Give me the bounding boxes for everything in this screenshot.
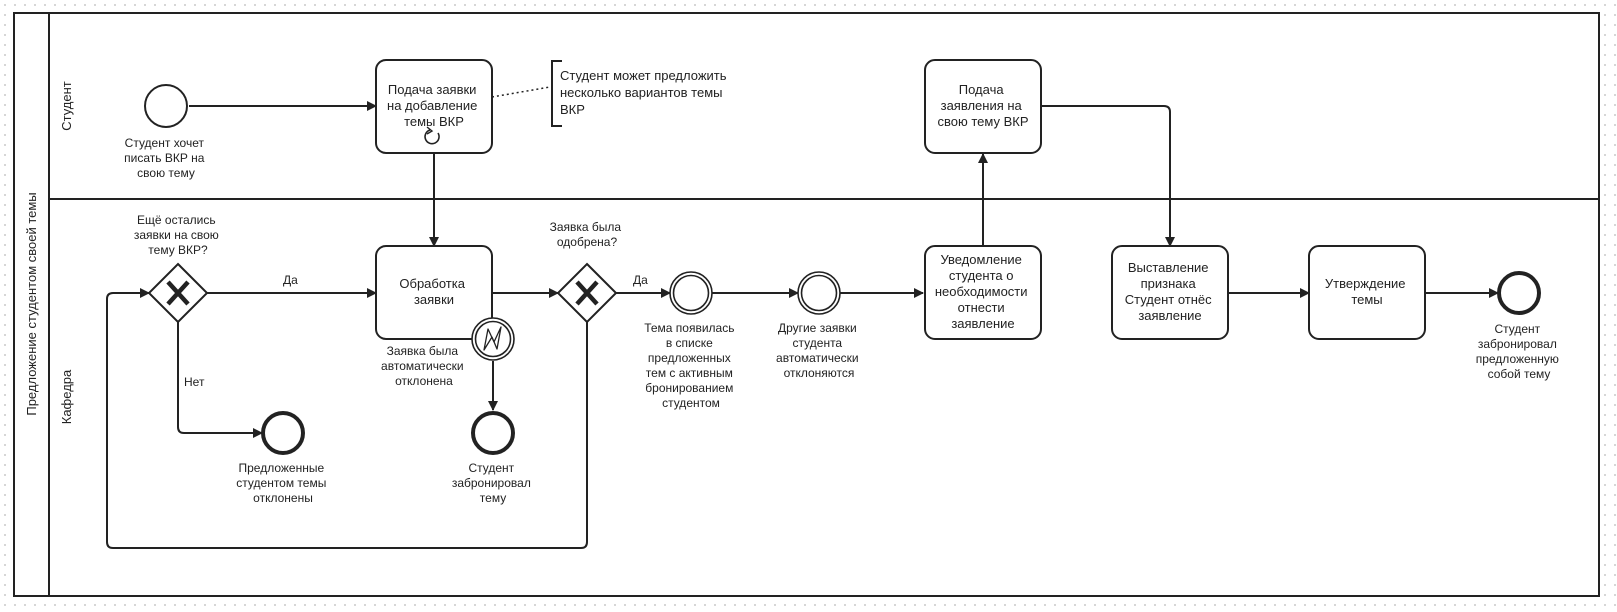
task-approve-topic[interactable]: Утверждение темы [1308,245,1426,340]
flow-statement-to-setflag[interactable] [1041,105,1175,247]
task-notify-student-label: Уведомление студента о необходимости отн… [935,252,1031,331]
end-event-final[interactable]: Студент забронировал предложенную собой … [1476,271,1563,381]
intermediate-event-topic-listed-label: Тема появилась в списке предложенных тем… [644,321,738,410]
gateway-request-approved[interactable]: Заявка была одобрена? [550,220,625,324]
task-process-request-label: Обработка заявки [399,276,468,307]
end-event-booked[interactable]: Студент забронировал тему [452,411,534,505]
loop-marker-icon [424,126,440,145]
error-icon [483,326,502,351]
end-event-booked-label: Студент забронировал тему [452,461,534,505]
flow-g2-loop-back[interactable] [106,288,588,549]
task-submit-statement-label: Подача заявления на свою тему ВКР [938,82,1029,129]
gateway-remaining-requests-label: Ещё остались заявки на свою тему ВКР? [134,213,222,257]
exclusive-x-icon [575,280,599,306]
lane-title-student: Студент [59,81,74,131]
boundary-error-label: Заявка была автоматически отклонена [381,344,467,388]
exclusive-x-icon [166,280,190,306]
task-notify-student[interactable]: Уведомление студента о необходимости отн… [924,245,1042,340]
task-process-request[interactable]: Обработка заявки [375,245,493,340]
end-event-rejected-label: Предложенные студентом темы отклонены [236,461,329,505]
gateway-remaining-requests[interactable]: Ещё остались заявки на свою тему ВКР? [134,213,222,324]
flow-g1-to-rejected[interactable] [177,322,263,438]
end-event-final-label: Студент забронировал предложенную собой … [1476,322,1563,381]
start-event[interactable]: Студент хочет писать ВКР на свою тему [124,84,208,180]
start-event-label: Студент хочет писать ВКР на свою тему [124,136,208,180]
task-submit-request[interactable]: Подача заявки на добавление темы ВКР [375,59,493,154]
flow-label-no1: Нет [184,375,205,389]
task-set-flag-label: Выставление признака Студент отнёс заявл… [1125,260,1216,323]
annotation-bracket [551,60,562,127]
task-submit-statement[interactable]: Подача заявления на свою тему ВКР [924,59,1042,154]
pool-title: Предложение студентом своей темы [24,192,39,415]
intermediate-event-others-rejected[interactable]: Другие заявки студента автоматически отк… [776,271,862,380]
text-annotation[interactable]: Студент может предложить несколько вариа… [491,60,730,127]
annotation-text: Студент может предложить несколько вариа… [560,68,730,117]
boundary-error-event[interactable]: Заявка была автоматически отклонена [381,317,515,388]
end-event-rejected[interactable]: Предложенные студентом темы отклонены [236,411,329,505]
sequence-flows [106,101,1499,549]
task-approve-topic-label: Утверждение темы [1325,276,1409,307]
flow-label-yes2: Да [633,273,648,287]
lane-title-department: Кафедра [59,369,74,424]
intermediate-event-others-rejected-label: Другие заявки студента автоматически отк… [776,321,862,380]
intermediate-event-topic-listed[interactable]: Тема появилась в списке предложенных тем… [644,271,738,410]
gateway-request-approved-label: Заявка была одобрена? [550,220,625,249]
flow-label-yes1: Да [283,273,298,287]
task-submit-request-label: Подача заявки на добавление темы ВКР [387,82,481,129]
task-set-flag[interactable]: Выставление признака Студент отнёс заявл… [1111,245,1229,340]
